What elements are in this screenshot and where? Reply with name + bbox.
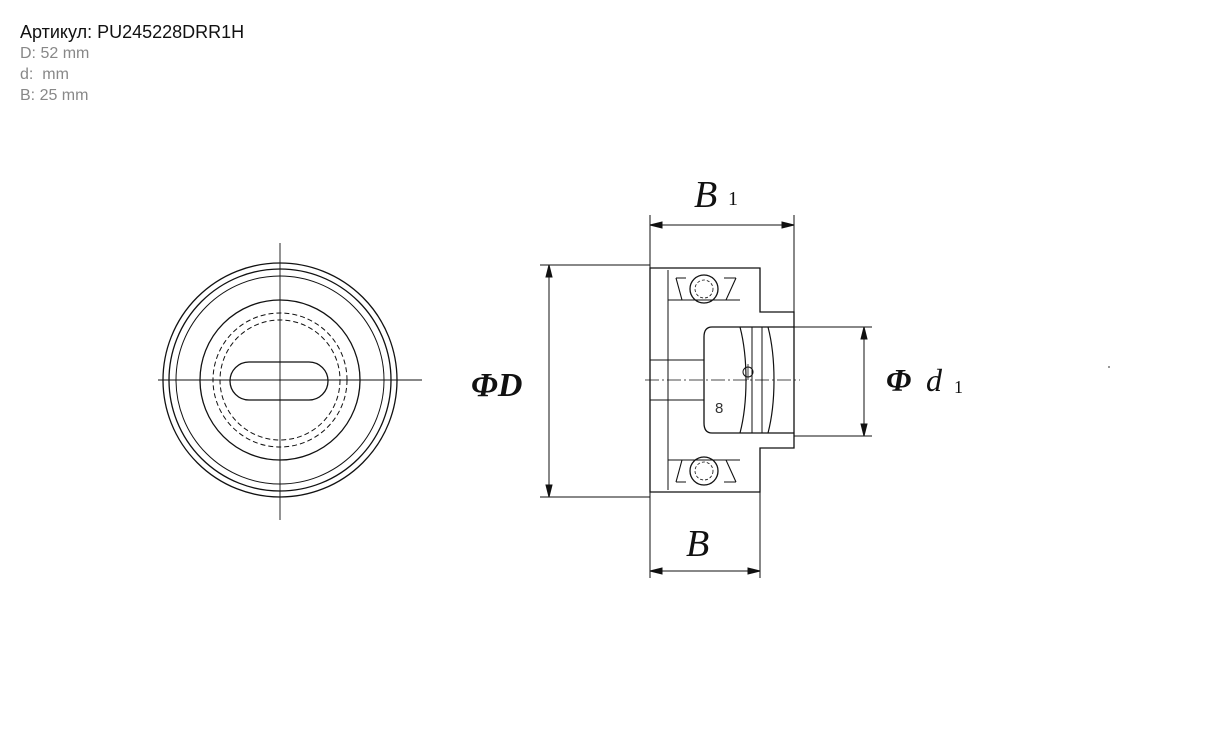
ball-top <box>689 274 719 304</box>
label-b: B <box>686 523 709 565</box>
dim-b1-arrow-right <box>781 221 795 229</box>
dim-d1-arrow-bottom <box>860 423 868 437</box>
dim-d-arrow-bottom <box>545 484 553 498</box>
scan-speck <box>1108 366 1110 368</box>
dim-d-arrow-top <box>545 264 553 278</box>
dim-b-arrow-left <box>649 567 663 575</box>
label-phi-d1-subscript: 1 <box>954 377 963 397</box>
spec-outer-diameter: D: 52 mm <box>20 45 90 62</box>
label-hole-size: 8 <box>715 400 723 417</box>
product-info: Артикул: PU245228DRR1H D: 52 mm d: mm B:… <box>20 21 244 106</box>
bearing-section-view <box>645 267 800 493</box>
seal-top-right <box>718 277 737 301</box>
ball-bottom-hidden <box>694 461 714 481</box>
label-phi-d1-d: d <box>926 362 943 398</box>
outer-ring-section <box>649 267 795 493</box>
label-phi-d1-phi: Φ <box>886 362 911 398</box>
dim-b-arrow-right <box>747 567 761 575</box>
spec-width: B: 25 mm <box>20 87 89 104</box>
spec-inner-diameter: d: mm <box>20 66 69 83</box>
seal-bottom-left <box>675 459 690 483</box>
bearing-front-view <box>158 243 422 520</box>
label-phi-d: ΦD <box>471 367 522 404</box>
label-b1: B <box>694 174 717 216</box>
ball-bottom <box>689 456 719 486</box>
dimension-lines <box>540 215 872 578</box>
label-b1-subscript: 1 <box>728 188 738 210</box>
inner-bore-outline <box>703 326 794 434</box>
dim-b1-arrow-left <box>649 221 663 229</box>
eccentric-slot <box>229 361 329 401</box>
seal-top-left <box>675 277 690 301</box>
article-number: Артикул: PU245228DRR1H <box>20 22 245 42</box>
ball-top-hidden <box>694 279 714 299</box>
seal-bottom-right <box>718 459 737 483</box>
dim-d1-arrow-top <box>860 326 868 340</box>
